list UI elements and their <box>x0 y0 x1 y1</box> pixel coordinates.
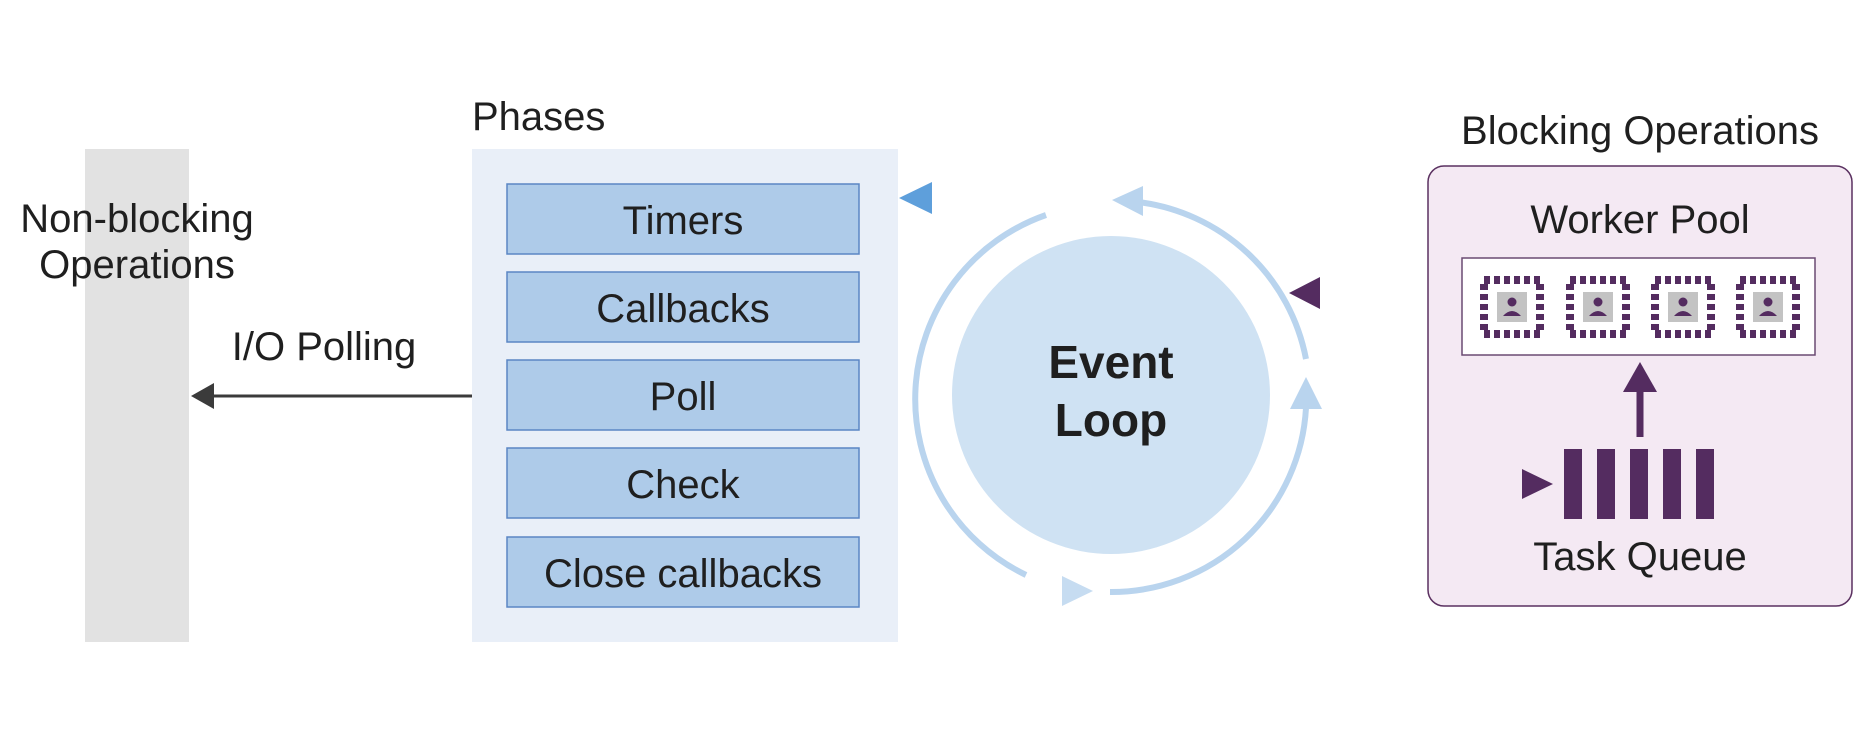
arrow-queue-to-pool <box>1623 362 1657 437</box>
phase-timers: Timers <box>506 183 860 255</box>
blocking-title: Blocking Operations <box>1461 109 1819 153</box>
non-blocking-label-line1: Non-blocking <box>20 197 253 241</box>
phase-callbacks: Callbacks <box>506 271 860 343</box>
non-blocking-label-line2: Operations <box>39 243 235 287</box>
phase-close-callbacks: Close callbacks <box>506 536 860 608</box>
arrow-loop-to-queue <box>1295 469 1553 499</box>
phases-title: Phases <box>472 95 605 139</box>
event-loop-circle <box>952 236 1270 554</box>
task-queue-icon <box>1564 449 1714 519</box>
io-polling-arrow <box>191 383 500 409</box>
phase-label: Poll <box>650 375 717 419</box>
arrow-from-close-callbacks <box>898 576 1093 606</box>
phase-label: Callbacks <box>596 287 769 331</box>
phase-label: Timers <box>623 199 744 243</box>
non-blocking-bar <box>85 149 189 642</box>
loop-arrows <box>912 186 1322 596</box>
phase-label: Check <box>626 463 740 507</box>
event-loop-label-line1: Event <box>1048 336 1173 388</box>
worker-icon <box>1566 276 1630 338</box>
phase-check: Check <box>506 447 860 519</box>
phase-poll: Poll <box>506 359 860 431</box>
worker-icon <box>1480 276 1544 338</box>
phase-label: Close callbacks <box>544 552 822 596</box>
event-loop-label-line2: Loop <box>1055 394 1167 446</box>
worker-icon <box>1651 276 1715 338</box>
arrow-worker-to-loop <box>1289 277 1460 309</box>
worker-pool-label: Worker Pool <box>1530 198 1749 242</box>
worker-icon <box>1736 276 1800 338</box>
arrow-to-timers <box>899 182 1093 214</box>
io-polling-label: I/O Polling <box>232 325 417 369</box>
task-queue-label: Task Queue <box>1533 535 1746 579</box>
